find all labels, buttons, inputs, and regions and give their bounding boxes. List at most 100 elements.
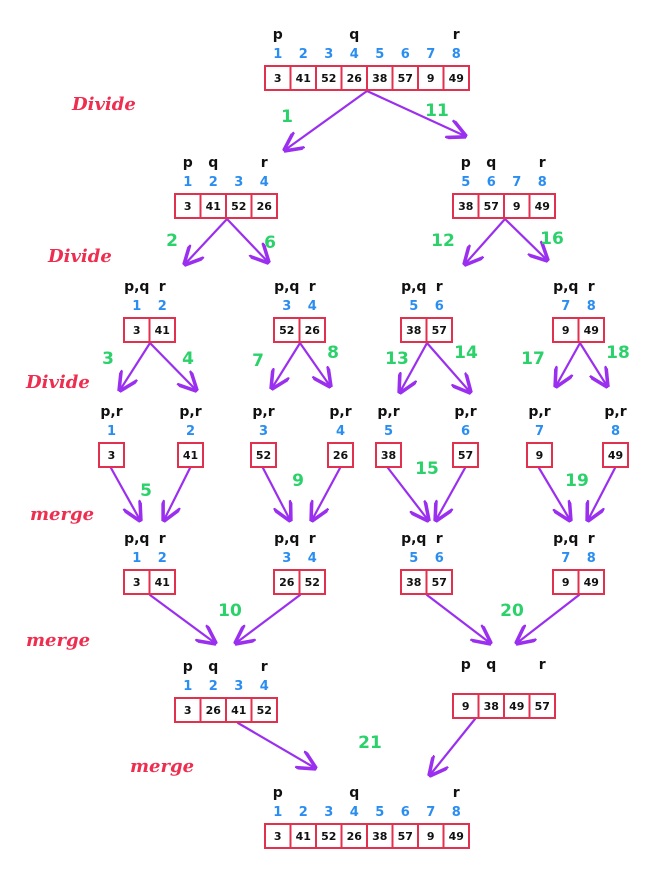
pointer-label: r xyxy=(453,27,460,43)
flow-arrow xyxy=(236,593,302,643)
cell-value: 41 xyxy=(155,324,170,337)
cell-value: 52 xyxy=(257,704,272,717)
cell-value: 41 xyxy=(296,72,311,85)
pointer-label: p,r xyxy=(604,404,626,420)
flow-arrow xyxy=(578,341,607,386)
index-label: 4 xyxy=(350,805,359,820)
cell-value: 49 xyxy=(509,700,524,713)
pointer-label: p,q xyxy=(553,531,578,547)
array-cell xyxy=(375,442,402,468)
cell-value: 52 xyxy=(256,449,271,462)
step-number: 19 xyxy=(565,471,589,491)
cell-value: 3 xyxy=(274,72,282,85)
cell-value: 3 xyxy=(108,449,116,462)
index-label: 5 xyxy=(375,47,384,62)
step-number: 2 xyxy=(166,231,178,251)
index-label: 2 xyxy=(299,805,308,820)
pointer-label: r xyxy=(261,659,268,675)
index-label: 2 xyxy=(158,551,167,566)
array-cell xyxy=(366,823,394,849)
index-label: 8 xyxy=(587,551,596,566)
pointer-label: p,q xyxy=(274,531,299,547)
phase-label: Divide xyxy=(47,246,112,267)
pointer-label: r xyxy=(436,279,443,295)
cell-value: 26 xyxy=(347,72,363,85)
cell-value: 49 xyxy=(608,449,623,462)
cell-value: 49 xyxy=(449,830,464,843)
array-cell xyxy=(315,65,343,91)
step-number: 9 xyxy=(292,471,304,491)
flow-arrow xyxy=(365,89,465,136)
flow-arrow xyxy=(236,721,315,768)
array-cell xyxy=(552,569,580,595)
cell-value: 38 xyxy=(484,700,499,713)
index-label: 2 xyxy=(299,47,308,62)
pointer-label: p,r xyxy=(377,404,399,420)
step-number: 8 xyxy=(327,343,339,363)
index-label: 8 xyxy=(611,424,620,439)
array-cell xyxy=(264,65,292,91)
index-label: 7 xyxy=(512,175,521,190)
array-cell xyxy=(425,317,453,343)
step-number: 7 xyxy=(252,351,264,371)
cell-value: 9 xyxy=(513,200,521,213)
cell-value: 49 xyxy=(584,576,599,589)
pointer-label: p xyxy=(273,27,283,43)
phase-label: merge xyxy=(30,504,94,525)
index-label: 8 xyxy=(452,805,461,820)
flow-arrow xyxy=(148,341,196,390)
index-label: 7 xyxy=(561,299,570,314)
array-cell xyxy=(577,317,605,343)
cell-value: 52 xyxy=(231,200,246,213)
cell-value: 52 xyxy=(305,576,320,589)
cell-value: 49 xyxy=(584,324,599,337)
pointer-label: r xyxy=(261,155,268,171)
flow-arrow xyxy=(588,466,617,520)
cell-value: 9 xyxy=(562,324,570,337)
phase-label: Divide xyxy=(25,372,90,393)
step-number: 6 xyxy=(264,233,276,253)
flow-arrow xyxy=(312,466,342,520)
array-cell xyxy=(477,693,505,719)
cell-value: 38 xyxy=(458,200,473,213)
arrows-layer xyxy=(109,89,617,775)
cell-value: 9 xyxy=(462,700,470,713)
step-number: 20 xyxy=(500,601,524,621)
pointer-label: r xyxy=(539,155,546,171)
cell-value: 26 xyxy=(305,324,321,337)
index-label: 3 xyxy=(282,299,291,314)
pointer-label: q xyxy=(208,659,218,675)
cell-value: 26 xyxy=(279,576,295,589)
flow-arrow xyxy=(400,341,429,392)
array-cell xyxy=(477,193,505,219)
index-label: 1 xyxy=(132,299,141,314)
flow-arrow xyxy=(556,341,582,386)
cell-value: 57 xyxy=(398,72,413,85)
pointer-label: p,r xyxy=(252,404,274,420)
array-cell xyxy=(528,193,556,219)
index-label: 5 xyxy=(461,175,470,190)
flow-arrow xyxy=(537,466,570,520)
cell-value: 26 xyxy=(257,200,273,213)
flow-arrow xyxy=(272,341,302,388)
pointer-label: q xyxy=(486,155,496,171)
phase-label: Divide xyxy=(71,94,136,115)
index-label: 8 xyxy=(452,47,461,62)
array-cell xyxy=(417,823,445,849)
index-label: 6 xyxy=(401,805,410,820)
pointer-label: q xyxy=(208,155,218,171)
array-cell xyxy=(366,65,394,91)
flow-arrow xyxy=(386,466,428,520)
pointer-label: p,q xyxy=(553,279,578,295)
cell-value: 26 xyxy=(347,830,363,843)
index-label: 4 xyxy=(336,424,345,439)
step-number: 12 xyxy=(431,231,455,251)
step-number: 10 xyxy=(218,601,242,621)
array-cell xyxy=(577,569,605,595)
flow-arrow xyxy=(517,593,581,643)
